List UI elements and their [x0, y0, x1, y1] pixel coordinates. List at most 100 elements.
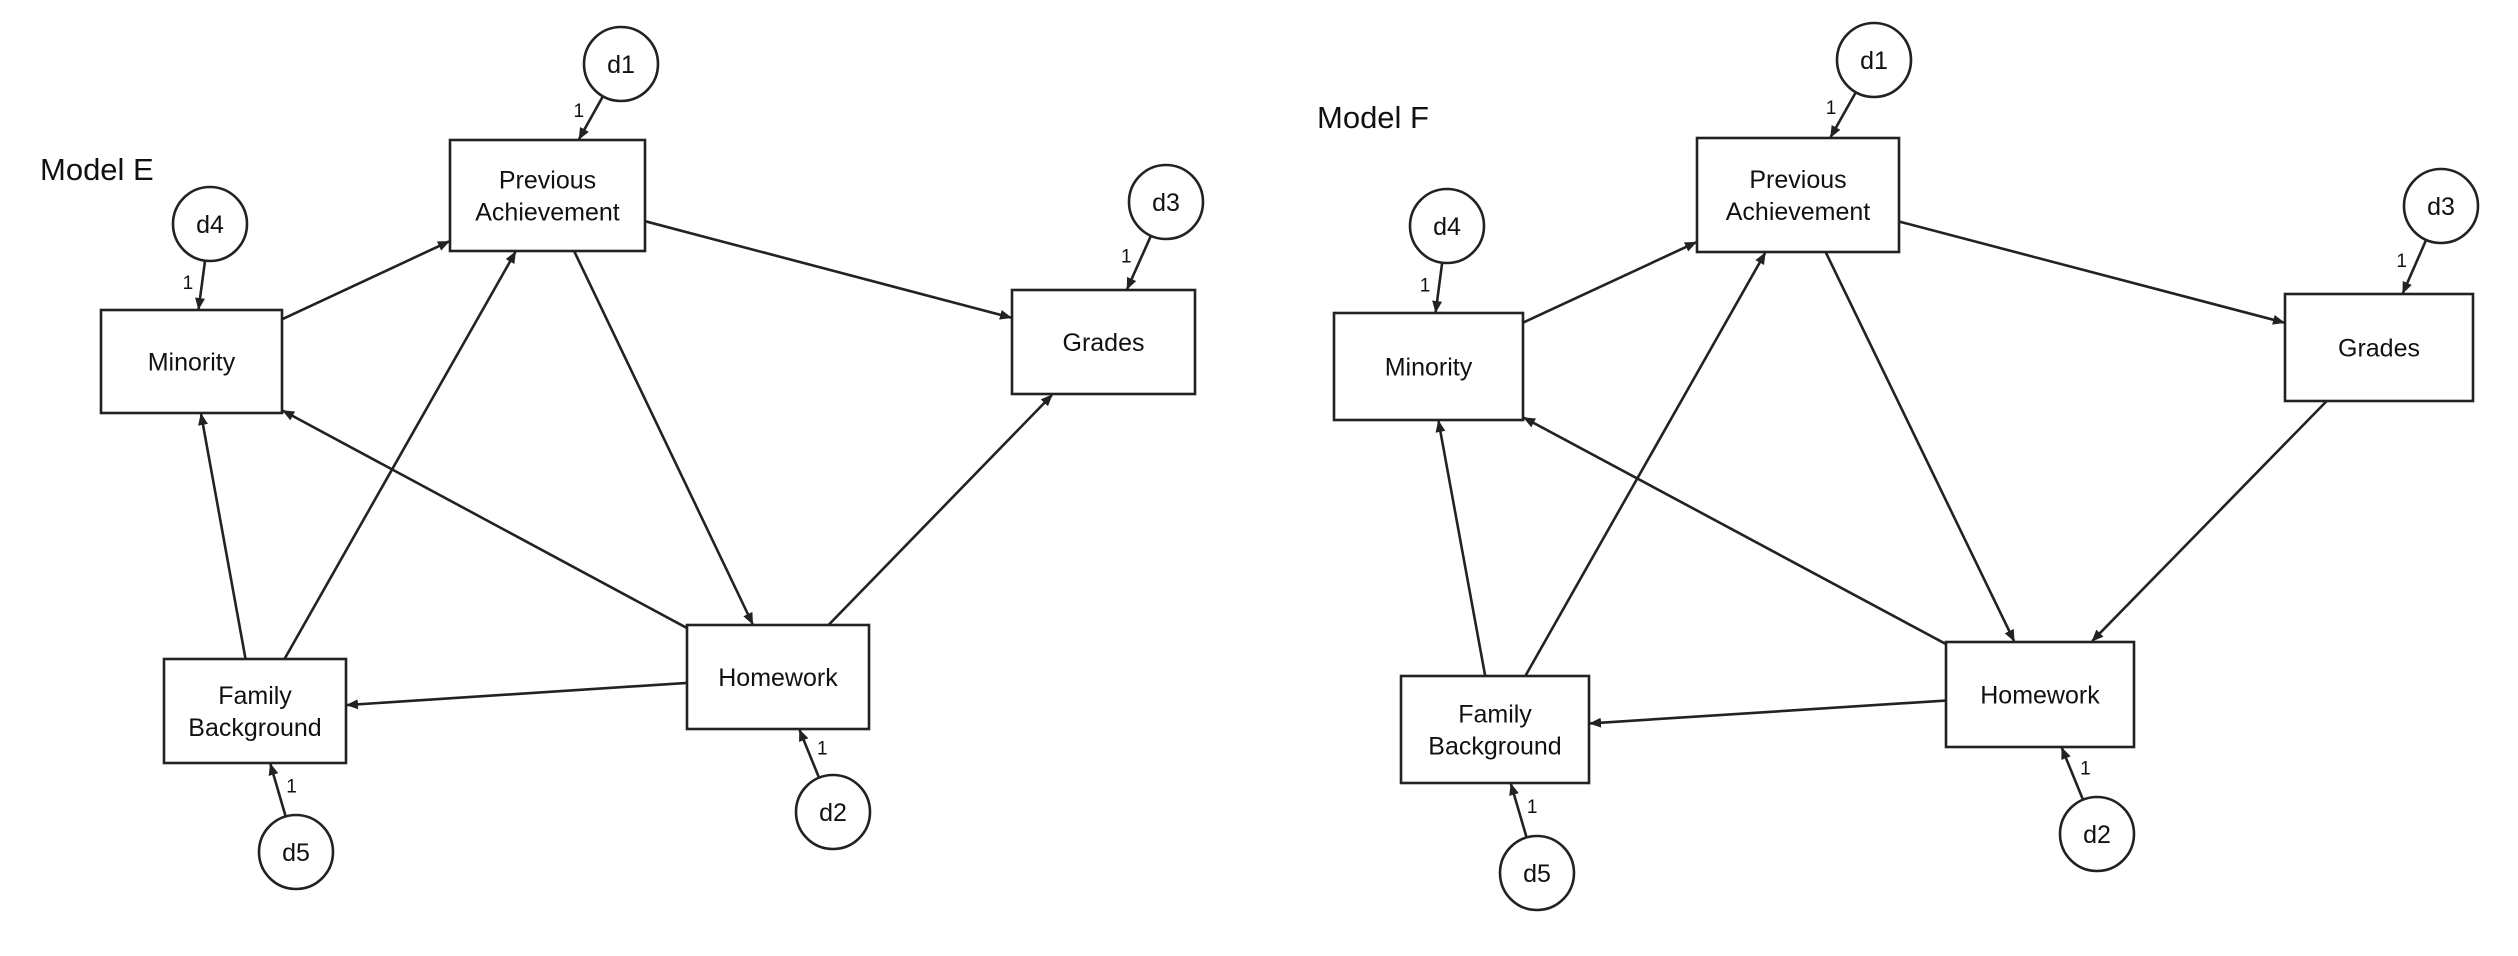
path-arrow-homework-to-grades — [827, 394, 1053, 626]
node-box — [448, 138, 647, 253]
error-arrow-d2 — [2060, 747, 2085, 801]
disturbance-circle — [794, 773, 872, 851]
path-arrow-homework-to-family — [346, 681, 688, 710]
disturbance-d2: d2 — [794, 773, 872, 851]
node-homework: Homework — [1944, 640, 2136, 749]
error-arrow-d1 — [1829, 91, 1857, 138]
disturbance-circle — [171, 185, 249, 263]
error-weight-label: 1 — [574, 101, 585, 122]
error-weight-label: 1 — [2080, 759, 2091, 780]
disturbance-label: d1 — [1860, 47, 1888, 75]
node-label: Achievement — [1726, 198, 1871, 226]
node-minority: Minority — [99, 308, 284, 415]
disturbance-d2: d2 — [2058, 795, 2136, 873]
node-box — [685, 623, 871, 731]
disturbance-circle — [582, 25, 660, 103]
error-weight-label: 1 — [1527, 797, 1538, 818]
error-weight-label: 1 — [1826, 98, 1837, 119]
path-arrow-minority-to-prev — [281, 240, 450, 321]
node-label: Family — [218, 682, 292, 710]
disturbance-d5: d5 — [1498, 834, 1576, 912]
model-title: Model F — [1317, 100, 1429, 135]
path-arrow-family-to-minority — [1435, 420, 1487, 677]
disturbance-circle — [2402, 167, 2480, 245]
disturbance-d1: d1 — [582, 25, 660, 103]
node-label: Family — [1458, 701, 1532, 729]
disturbance-circle — [1408, 187, 1486, 265]
error-arrow-d4 — [195, 260, 207, 310]
node-label: Homework — [718, 664, 838, 692]
disturbance-d3: d3 — [2402, 167, 2480, 245]
disturbance-circle — [1127, 163, 1205, 241]
node-homework: Homework — [685, 623, 871, 731]
disturbance-label: d3 — [1152, 189, 1180, 217]
path-arrow-family-to-prev — [283, 251, 517, 660]
path-arrow-homework-to-minority — [1523, 416, 1947, 646]
error-weight-label: 1 — [183, 273, 194, 294]
disturbance-label: d4 — [1433, 213, 1461, 241]
node-label: Achievement — [475, 199, 620, 227]
path-arrow-prev-to-homework — [1824, 251, 2016, 642]
node-box — [2283, 292, 2475, 403]
disturbance-label: d2 — [2083, 821, 2111, 849]
node-box — [1695, 136, 1901, 254]
node-box — [1010, 288, 1197, 396]
error-arrow-d4 — [1432, 262, 1444, 313]
disturbance-d4: d4 — [1408, 187, 1486, 265]
disturbance-label: d1 — [607, 51, 635, 79]
path-arrow-family-to-prev — [1524, 252, 1767, 677]
disturbance-label: d2 — [819, 799, 847, 827]
node-label: Previous — [499, 167, 596, 195]
node-box — [1399, 674, 1591, 785]
node-minority: Minority — [1332, 311, 1525, 422]
error-weight-label: 1 — [1121, 247, 1132, 268]
disturbance-label: d4 — [196, 211, 224, 239]
node-grades: Grades — [1010, 288, 1197, 396]
disturbance-circle — [2058, 795, 2136, 873]
path-arrow-minority-to-prev — [1522, 241, 1697, 324]
node-label: Minority — [1385, 354, 1473, 382]
node-box — [1944, 640, 2136, 749]
disturbance-d1: d1 — [1835, 21, 1913, 99]
error-arrow-d2 — [798, 729, 821, 779]
error-arrow-d5 — [268, 763, 287, 817]
node-label: Previous — [1749, 166, 1846, 194]
disturbance-label: d3 — [2427, 193, 2455, 221]
node-label: Grades — [1063, 329, 1145, 357]
disturbance-label: d5 — [282, 839, 310, 867]
node-label: Homework — [1980, 682, 2100, 710]
node-grades: Grades — [2283, 292, 2475, 403]
node-box — [162, 657, 348, 765]
error-weight-label: 1 — [1420, 276, 1431, 297]
node-label: Background — [1428, 733, 1561, 761]
path-arrow-family-to-minority — [198, 413, 247, 660]
node-box — [99, 308, 284, 415]
disturbance-circle — [257, 813, 335, 891]
node-box — [1332, 311, 1525, 422]
disturbance-d3: d3 — [1127, 163, 1205, 241]
disturbance-circle — [1498, 834, 1576, 912]
path-arrow-grades-to-homework — [2091, 400, 2328, 642]
path-arrow-homework-to-minority — [282, 409, 688, 630]
error-arrow-d3 — [2401, 239, 2428, 294]
path-arrow-prev-to-grades — [644, 219, 1012, 320]
error-arrow-d3 — [1125, 235, 1153, 290]
model-e-panel: Model E11111PreviousAchievementMinorityG… — [40, 25, 1205, 891]
disturbance-label: d5 — [1523, 860, 1551, 888]
node-label: Background — [188, 714, 321, 742]
error-weight-label: 1 — [2396, 251, 2407, 272]
error-arrow-d1 — [577, 95, 605, 140]
model-title: Model E — [40, 152, 154, 187]
path-arrow-prev-to-grades — [1898, 220, 2285, 325]
disturbance-d5: d5 — [257, 813, 335, 891]
node-label: Grades — [2338, 335, 2420, 363]
error-weight-label: 1 — [286, 776, 297, 797]
disturbance-circle — [1835, 21, 1913, 99]
